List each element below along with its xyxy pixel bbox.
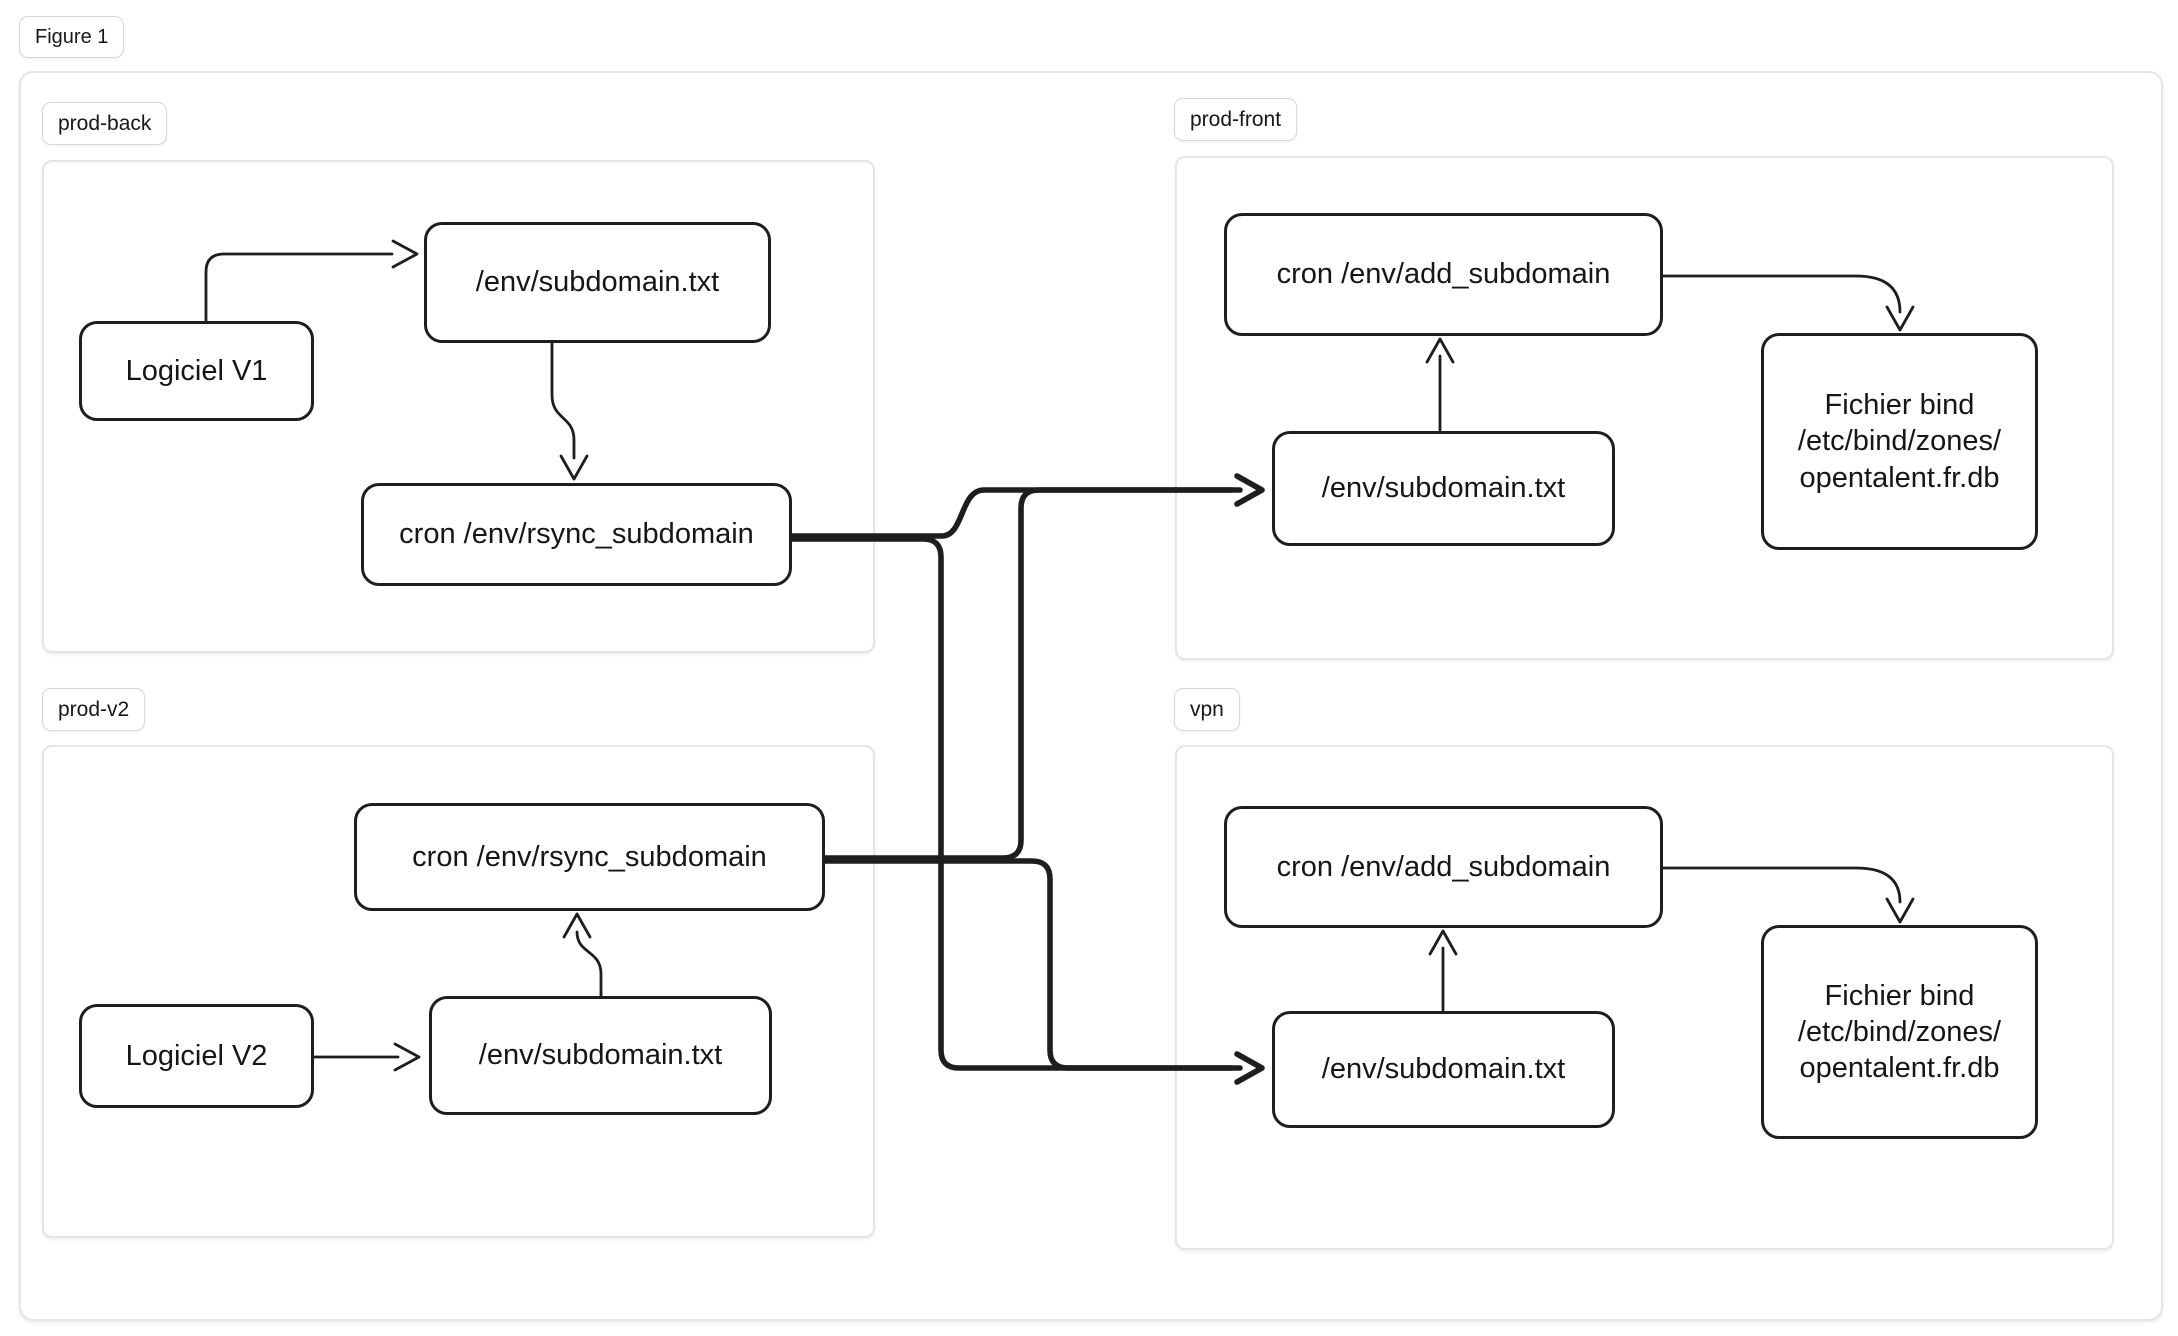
node-subdomain-txt-prod-v2: /env/subdomain.txt (429, 996, 772, 1115)
group-label-prod-front: prod-front (1174, 98, 1298, 141)
node-rsync-cron-prod-v2: cron /env/rsync_subdomain (354, 803, 825, 911)
node-add-cron-prod-front: cron /env/add_subdomain (1224, 213, 1663, 336)
node-bind-file-prod-front: Fichier bind /etc/bind/zones/ opentalent… (1761, 333, 2038, 550)
group-label-prod-back: prod-back (42, 102, 168, 145)
node-bind-file-vpn: Fichier bind /etc/bind/zones/ opentalent… (1761, 925, 2038, 1139)
node-subdomain-txt-prod-front: /env/subdomain.txt (1272, 431, 1615, 546)
node-rsync-cron-prod-back: cron /env/rsync_subdomain (361, 483, 792, 586)
node-logiciel-v1: Logiciel V1 (79, 321, 314, 421)
group-label-vpn: vpn (1174, 688, 1240, 731)
node-logiciel-v2: Logiciel V2 (79, 1004, 314, 1108)
node-subdomain-txt-vpn: /env/subdomain.txt (1272, 1011, 1615, 1128)
group-label-prod-v2: prod-v2 (42, 688, 146, 731)
node-add-cron-vpn: cron /env/add_subdomain (1224, 806, 1663, 928)
figure-label-badge: Figure 1 (19, 16, 125, 58)
node-subdomain-txt-prod-back: /env/subdomain.txt (424, 222, 771, 343)
